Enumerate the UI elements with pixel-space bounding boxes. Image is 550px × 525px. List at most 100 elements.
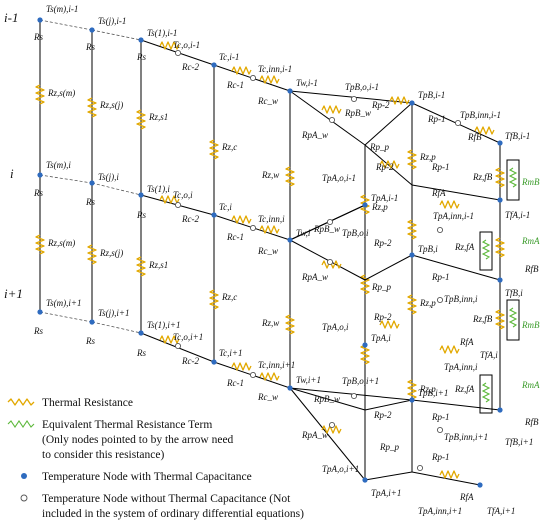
- label-rpp-ip1: Rp_p: [379, 442, 399, 452]
- label-rc2-i: Rc-2: [181, 214, 199, 224]
- label-tfb-im1: TfB,i-1: [505, 131, 530, 141]
- label-rp2-i: Rp-2: [375, 162, 394, 172]
- label-rma-a: RmA: [521, 236, 540, 246]
- label-rzp-c: Rz,p: [419, 298, 436, 308]
- legend-equivalent-line1: Equivalent Thermal Resistance Term: [42, 419, 212, 431]
- label-tw-i: Tw,i: [296, 228, 311, 238]
- label-rp1-ip1: Rp-1: [431, 412, 450, 422]
- label-rcw-ip1: Rc_w: [257, 392, 278, 402]
- label-rcw-im1: Rc_w: [257, 96, 278, 106]
- row-label-i: i: [10, 166, 14, 181]
- label-ts-1-im1: Ts(1),i-1: [147, 28, 177, 38]
- label-tpb-inn-im1: TpB,inn,i-1: [460, 110, 501, 120]
- label-ts-j-ip1: Ts(j),i+1: [98, 308, 130, 318]
- label-rp1-ip1b: Rp-1: [431, 452, 450, 462]
- label-tpb-i: TpB,i: [418, 244, 438, 254]
- label-rpp-i: Rp_p: [371, 282, 391, 292]
- label-rpbw-i: RpB_w: [313, 224, 340, 234]
- label-rzfb-a: Rz,fB: [472, 172, 493, 182]
- label-rpaw-im1: RpA_w: [301, 130, 328, 140]
- legend-equivalent-line2: (Only nodes pointed to by the arrow need: [42, 434, 234, 446]
- label-rp1-i2: Rp-1: [431, 272, 450, 282]
- label-rcw-i: Rc_w: [257, 246, 278, 256]
- labels-row-i-minus-1: Ts(m),i-1 Ts(j),i-1 Ts(1),i-1 Tc,o,i-1 T…: [33, 4, 530, 152]
- label-tpb-ip1: TpB,i+1: [418, 388, 448, 398]
- legend-node-nocap-line2: included in the system of ordinary diffe…: [42, 508, 304, 520]
- label-rzs1-b: Rz,s1: [148, 260, 168, 270]
- label-rfa-i2: RfA: [459, 337, 474, 347]
- label-rmb-b: RmB: [521, 320, 540, 330]
- label-rma-b: RmA: [521, 380, 540, 390]
- label-rzp-a: Rz,p: [419, 152, 436, 162]
- label-rpbw-im1: RpB_w: [344, 108, 371, 118]
- label-rp2-im1: Rp-2: [371, 100, 390, 110]
- label-ts-m-im1: Ts(m),i-1: [46, 4, 78, 14]
- label-rzfa-b: Rz,fA: [454, 384, 475, 394]
- label-rzc-b: Rz,c: [221, 292, 237, 302]
- label-tfa-im1: TfA,i-1: [505, 210, 530, 220]
- label-rzw-b: Rz,w: [261, 318, 279, 328]
- legend-node-nocap-line1: Temperature Node without Thermal Capacit…: [42, 493, 291, 505]
- nodes-with-capacitance: [37, 17, 503, 488]
- labels-row-i-plus-1: Ts(m),i+1 Ts(j),i+1 Ts(1),i+1 Tc,o,i+1 T…: [33, 298, 533, 516]
- label-tpa-im1: TpA,i-1: [371, 193, 398, 203]
- label-tc-o-i: Tc,o,i: [173, 190, 193, 200]
- label-rc2-ip1: Rc-2: [181, 356, 199, 366]
- label-rpaw-ip1: RpA_w: [301, 430, 328, 440]
- label-rzsj-b: Rz,s(j): [99, 248, 123, 258]
- label-rp1-i: Rp-1: [431, 162, 450, 172]
- label-rpbw-ip1: RpB_w: [313, 394, 340, 404]
- label-rs-g: Rs: [33, 326, 43, 336]
- label-rpaw-i: RpA_w: [301, 272, 328, 282]
- label-rp1-im1: Rp-1: [427, 114, 446, 124]
- label-rfb-side-b: RfB: [524, 417, 539, 427]
- label-tpa-o-i: TpA,o,i: [322, 322, 349, 332]
- label-rc1-im1: Rc-1: [226, 80, 244, 90]
- label-rs-f: Rs: [136, 210, 146, 220]
- label-rzsm-a: Rz,s(m): [47, 88, 75, 98]
- label-rs-b: Rs: [85, 42, 95, 52]
- label-rs-c: Rs: [136, 52, 146, 62]
- label-rfa-i: RfA: [431, 188, 446, 198]
- label-rp2-i3: Rp-2: [373, 312, 392, 322]
- legend-equivalent-icon: [7, 420, 35, 428]
- label-rs-a: Rs: [33, 32, 43, 42]
- label-rzp-d: Rz,p: [419, 384, 436, 394]
- label-rp2-ip1: Rp-2: [373, 410, 392, 420]
- label-ts-j-i: Ts(j),i: [98, 172, 119, 182]
- row-label-i-minus-1: i-1: [4, 10, 18, 25]
- label-tpa-o-ip1: TpA,o,i+1: [322, 464, 359, 474]
- vertical-resistors: [35, 84, 505, 400]
- label-ts-1-i: Ts(1),i: [147, 184, 170, 194]
- parallel-resistor-boxes: [479, 159, 520, 414]
- label-tpb-o-i: TpB,o,i: [342, 228, 369, 238]
- label-tc-i: Tc,i: [219, 202, 232, 212]
- vertical-resistor-labels: Rz,s(m) Rz,s(m) Rz,s(j) Rz,s(j) Rz,s1 Rz…: [47, 88, 540, 427]
- label-tfb-ip1: TfB,i+1: [505, 437, 533, 447]
- diagonal-wires: [289, 90, 501, 486]
- label-tc-im1: Tc,i-1: [219, 52, 239, 62]
- label-rfa-ip1: RfA: [459, 492, 474, 502]
- label-tpa-i: TpA,i: [371, 333, 391, 343]
- nodes-without-capacitance: [174, 49, 462, 472]
- label-tpa-inn-i: TpA,inn,i: [444, 362, 478, 372]
- labels-row-i: Ts(m),i Ts(j),i Ts(1),i Tc,o,i Tc,i Tc,i…: [33, 160, 530, 322]
- label-rzfa-a: Rz,fA: [454, 242, 475, 252]
- legend-node-nocap-icon: [20, 494, 28, 502]
- label-tpb-inn-ip1: TpB,inn,i+1: [444, 432, 488, 442]
- label-tc-o-ip1: Tc,o,i+1: [173, 332, 203, 342]
- label-tpa-inn-ip1: TpA,inn,i+1: [418, 506, 462, 516]
- label-rzfb-b: Rz,fB: [472, 314, 493, 324]
- label-tpa-o-im1: TpA,o,i-1: [322, 173, 356, 183]
- label-ts-m-ip1: Ts(m),i+1: [46, 298, 82, 308]
- label-tpb-o-ip1: TpB,o,i+1: [342, 376, 379, 386]
- label-tw-ip1: Tw,i+1: [296, 375, 321, 385]
- legend-node-cap: Temperature Node with Thermal Capacitanc…: [42, 471, 252, 483]
- label-tw-im1: Tw,i-1: [296, 78, 318, 88]
- label-rc1-ip1: Rc-1: [226, 378, 244, 388]
- label-ts-m-i: Ts(m),i: [46, 160, 71, 170]
- legend-resistor-icon: [7, 398, 35, 406]
- label-ts-1-ip1: Ts(1),i+1: [147, 320, 181, 330]
- row-i-minus-1-wires: [39, 19, 501, 144]
